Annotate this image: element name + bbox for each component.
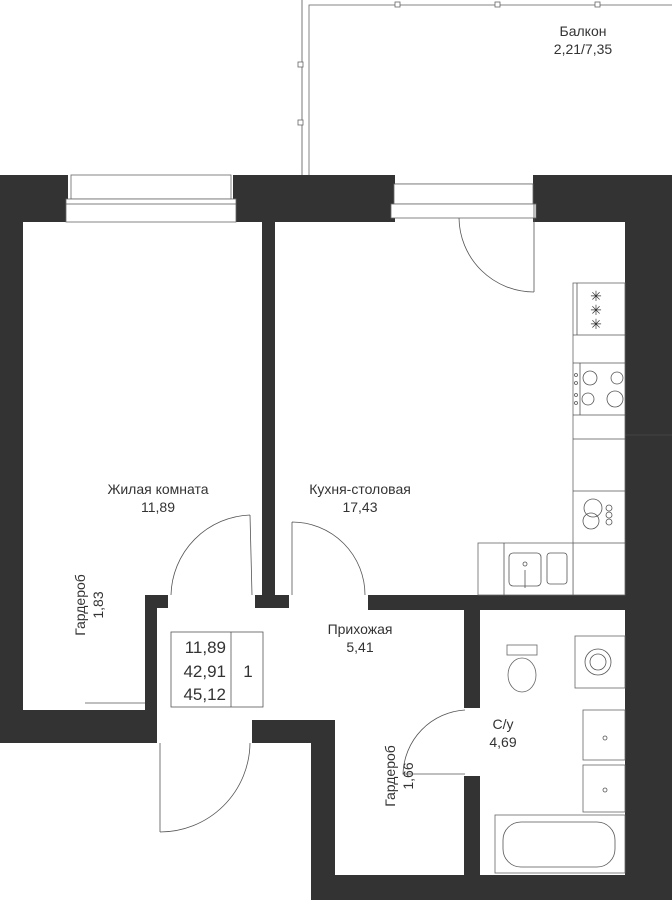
room-name-living: Жилая комната — [107, 481, 208, 497]
living-door[interactable] — [170, 514, 253, 596]
room-area-balcony: 2,21/7,35 — [554, 41, 613, 57]
room-name-bathroom: С/у — [493, 716, 514, 732]
kitchen-sink-icon — [508, 552, 568, 588]
room-name-balcony: Балкон — [560, 23, 607, 39]
total-with-balcony-value: 45,12 — [183, 685, 226, 704]
room-area-bathroom: 4,69 — [489, 734, 516, 750]
bathtub-icon — [494, 814, 626, 874]
svg-text:✳: ✳ — [590, 302, 602, 318]
room-area-wardrobe-2: 1,66 — [400, 762, 416, 789]
balcony-door[interactable] — [390, 183, 537, 293]
room-name-wardrobe-1: Гардероб — [72, 574, 88, 636]
area-summary-box: 11,89 42,91 45,12 1 — [170, 631, 264, 708]
dishwasher-icon — [582, 498, 613, 530]
room-area-wardrobe-1: 1,83 — [90, 591, 106, 618]
entrance-door[interactable] — [159, 742, 251, 833]
kitchen-counter — [477, 282, 626, 596]
balcony — [297, 0, 672, 185]
svg-text:✳: ✳ — [590, 288, 602, 304]
kitchen-door[interactable] — [291, 521, 366, 596]
room-area-kitchen: 17,43 — [342, 499, 377, 515]
walls — [0, 175, 672, 900]
toilet-icon — [506, 644, 538, 693]
bathroom-door[interactable] — [402, 709, 466, 775]
sink-icon — [582, 709, 626, 813]
room-name-kitchen: Кухня-столовая — [309, 481, 411, 497]
room-area-living: 11,89 — [141, 499, 175, 515]
fridge-icon: ✳ ✳ ✳ — [590, 288, 602, 332]
svg-text:✳: ✳ — [590, 316, 602, 332]
room-area-hall: 5,41 — [346, 639, 373, 655]
rooms-count: 1 — [243, 662, 252, 681]
room-name-hall: Прихожая — [328, 621, 393, 637]
living-area-value: 11,89 — [185, 638, 226, 657]
total-area-value: 42,91 — [183, 662, 226, 681]
stove-icon — [574, 363, 624, 415]
window — [65, 174, 237, 223]
washing-machine-icon — [574, 635, 626, 689]
room-name-wardrobe-2: Гардероб — [382, 745, 398, 807]
